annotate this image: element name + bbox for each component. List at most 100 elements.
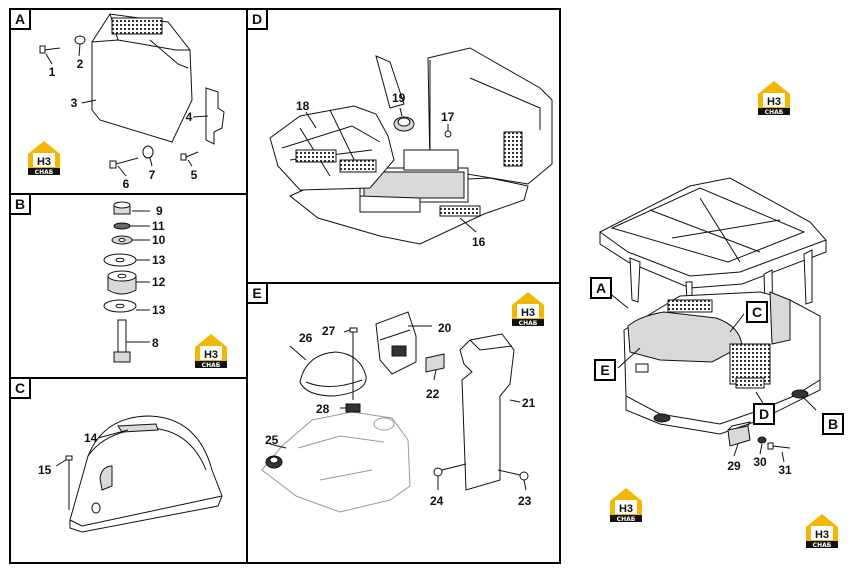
part-number-22: 22 <box>426 387 440 401</box>
seat-base-frame <box>261 411 411 513</box>
part-number-8: 8 <box>152 336 159 350</box>
part-number-13-top: 13 <box>152 253 166 267</box>
part-number-16: 16 <box>472 235 486 249</box>
panel-a-drawing <box>39 13 225 177</box>
part-number-19: 19 <box>392 91 406 105</box>
part-number-2: 2 <box>77 57 84 71</box>
panel-label-a: A <box>15 11 25 27</box>
panel-b-drawing <box>103 201 150 363</box>
part-number-24: 24 <box>430 494 444 508</box>
part-number-12: 12 <box>152 275 166 289</box>
washer-30 <box>757 436 767 444</box>
screw-24 <box>433 463 467 477</box>
nut-9 <box>113 201 131 215</box>
panel-e-drawing <box>261 311 529 513</box>
part-number-30: 30 <box>753 455 767 469</box>
part-number-18: 18 <box>296 99 310 113</box>
logo-caption: СНАБ <box>202 362 221 369</box>
rubber-mount-12 <box>107 270 137 295</box>
panel-d-numbers: 18 19 17 16 <box>296 91 486 249</box>
logo-caption: СНАБ <box>765 109 784 116</box>
hood-cover-14 <box>69 415 223 533</box>
part-number-29: 29 <box>727 459 741 473</box>
panel-d-drawing <box>269 47 553 245</box>
screw-5 <box>180 151 199 161</box>
rear-cover-part <box>91 13 193 143</box>
panel-label-e: E <box>252 285 261 301</box>
panel-c-numbers: 14 15 <box>38 431 98 477</box>
part-number-7: 7 <box>149 168 156 182</box>
part-number-26: 26 <box>299 331 313 345</box>
panel-tab-a: A <box>9 8 31 30</box>
part-number-14: 14 <box>84 431 98 445</box>
logo-watermark: H3 СНАБ <box>758 81 790 116</box>
callout-box-e: E <box>594 359 616 381</box>
callout-box-a: A <box>590 277 612 299</box>
callout-box-c: C <box>746 301 768 323</box>
screw-15 <box>65 455 73 510</box>
vehicle-callouts: A C E D B 29 30 31 <box>590 277 844 477</box>
panel-tab-c: C <box>9 377 31 399</box>
logo-caption: СНАБ <box>813 542 832 549</box>
panel-label-d: D <box>252 11 262 27</box>
logo-watermark: H3 СНАБ <box>806 514 838 549</box>
seat-cushion-26 <box>299 351 367 397</box>
panel-tab-e: E <box>246 282 268 304</box>
logo-letters: H3 <box>767 96 781 108</box>
bracket-29 <box>727 425 751 447</box>
panel-e-numbers: 26 27 28 25 20 22 21 24 23 <box>265 321 536 508</box>
callout-label-a: A <box>596 280 606 296</box>
cup-holder-25 <box>265 455 283 469</box>
logo-watermark: H3 СНАБ <box>512 292 544 327</box>
logo-letters: H3 <box>815 529 829 541</box>
logo-letters: H3 <box>37 156 51 168</box>
part-number-28: 28 <box>316 402 330 416</box>
callout-label-c: C <box>752 304 762 320</box>
panel-tabs: A B C D E <box>9 8 268 399</box>
screw-31 <box>767 442 791 450</box>
bracket-part <box>205 87 225 145</box>
logo-letters: H3 <box>619 503 633 515</box>
part-number-1: 1 <box>49 65 56 79</box>
part-number-6: 6 <box>123 177 130 191</box>
washer-7 <box>142 145 154 159</box>
screw-6 <box>109 157 139 169</box>
part-number-3: 3 <box>71 96 78 110</box>
panel-e-frame <box>246 282 561 564</box>
side-panel-20 <box>375 311 417 375</box>
part-number-5: 5 <box>191 168 198 182</box>
part-number-20: 20 <box>438 321 452 335</box>
hole-17 <box>444 130 452 138</box>
panel-label-c: C <box>15 380 25 396</box>
bolt-8 <box>113 319 131 363</box>
part-number-13-bottom: 13 <box>152 303 166 317</box>
panel-a-numbers: 1 2 3 4 5 6 7 <box>49 57 198 191</box>
panel-tab-d: D <box>246 8 268 30</box>
part-number-21: 21 <box>522 396 536 410</box>
part-number-31: 31 <box>778 463 792 477</box>
console-frame-18 <box>269 105 395 191</box>
logo-watermark: H3 СНАБ <box>28 141 60 176</box>
panel-tab-b: B <box>9 193 31 215</box>
washer-2 <box>74 35 86 45</box>
watermark-logos: H3 СНАБ H3 СНАБ H3 СНАБ H3 СНАБ H3 СНАБ … <box>28 81 838 549</box>
column-cover-21 <box>459 333 515 491</box>
grommet-19 <box>393 116 415 132</box>
callout-label-d: D <box>759 406 769 422</box>
part-number-11: 11 <box>152 219 165 233</box>
logo-watermark: H3 СНАБ <box>195 334 227 369</box>
callout-box-b: B <box>822 413 844 435</box>
part-number-10: 10 <box>152 233 166 247</box>
logo-caption: СНАБ <box>519 320 538 327</box>
part-number-27: 27 <box>322 324 336 338</box>
panel-label-b: B <box>15 196 25 212</box>
part-number-15: 15 <box>38 463 52 477</box>
panel-b-numbers: 9 11 10 13 12 13 8 <box>152 204 166 350</box>
cover-plate-22 <box>425 353 445 373</box>
screw-23 <box>497 469 529 481</box>
clip-28 <box>345 403 361 413</box>
part-number-25: 25 <box>265 433 279 447</box>
vehicle-overview-drawing <box>599 177 827 463</box>
part-number-17: 17 <box>441 110 455 124</box>
